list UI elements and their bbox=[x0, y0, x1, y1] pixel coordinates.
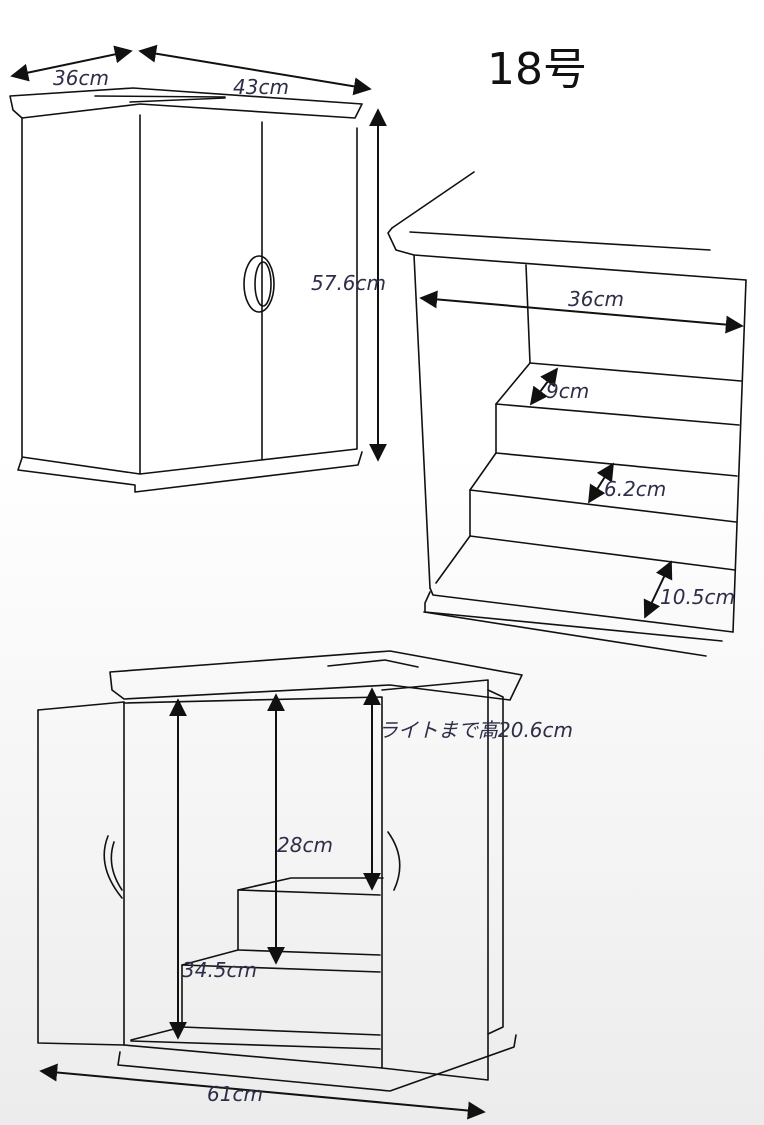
open-step-line-2 bbox=[237, 949, 381, 956]
light-height-label: ライトまで高20.6cm bbox=[378, 718, 573, 742]
interior-base bbox=[424, 591, 723, 642]
open-top-cap-edge bbox=[327, 659, 419, 668]
interior-floor bbox=[429, 587, 734, 633]
left-door-outline bbox=[37, 709, 125, 1046]
step-middle-arrow bbox=[588, 462, 614, 504]
open-floor-line bbox=[130, 1040, 381, 1050]
open-step-line-4 bbox=[181, 1026, 381, 1036]
interior-back-corner bbox=[525, 264, 531, 364]
open-top-cap bbox=[109, 650, 523, 701]
interior-left-wall bbox=[413, 254, 431, 589]
depth-label: 36cm bbox=[53, 66, 109, 90]
step-top-label: 9cm bbox=[546, 379, 589, 403]
open-step-line-1 bbox=[237, 889, 381, 896]
interior-top-edge bbox=[409, 231, 711, 251]
size-title: 18号 bbox=[487, 44, 587, 95]
open-step-line-3 bbox=[181, 964, 381, 973]
interior-view: 36cm 9cm 6.2cm 10.5cm bbox=[387, 171, 747, 657]
door-handle-inner bbox=[254, 261, 272, 307]
base-outline bbox=[17, 451, 363, 493]
step-low-back bbox=[469, 535, 736, 571]
right-door-side bbox=[487, 689, 504, 1035]
open-width-label: 61cm bbox=[207, 1082, 263, 1106]
open-width-arrow bbox=[39, 1063, 486, 1120]
step-top-back bbox=[529, 362, 742, 382]
interior-top-outline bbox=[387, 227, 747, 281]
width-arrow bbox=[138, 44, 372, 96]
interior-width-label: 36cm bbox=[568, 287, 624, 311]
step-top-arrow bbox=[529, 367, 559, 406]
body-outline bbox=[21, 117, 358, 475]
step-mid-back bbox=[495, 452, 738, 477]
depth-arrow bbox=[10, 45, 133, 82]
door-handle-icon bbox=[243, 255, 275, 313]
top-cap-edge bbox=[94, 95, 226, 98]
step-top-front bbox=[495, 403, 740, 426]
open-front-view: ライトまで高20.6cm 28cm 34.5cm 61cm bbox=[37, 650, 573, 1120]
step-bottom-label: 10.5cm bbox=[660, 585, 735, 609]
right-handle-icon bbox=[387, 831, 401, 891]
width-label: 43cm bbox=[233, 75, 289, 99]
interior-width-arrow bbox=[419, 290, 744, 334]
left-handle-inner bbox=[110, 841, 123, 891]
interior-base-edge bbox=[423, 611, 707, 657]
top-cap-inner bbox=[129, 97, 226, 103]
step-profile bbox=[435, 362, 531, 584]
step-mid-front bbox=[469, 489, 737, 523]
door-edge-line bbox=[391, 171, 475, 229]
left-handle-icon bbox=[103, 835, 123, 899]
height-label: 57.6cm bbox=[311, 271, 386, 295]
upper-height-label: 28cm bbox=[277, 833, 333, 857]
step-bottom-arrow bbox=[643, 560, 673, 619]
cabinet-opening bbox=[123, 696, 383, 1069]
step-middle-label: 6.2cm bbox=[604, 477, 666, 501]
top-cap-outline bbox=[9, 87, 363, 119]
interior-right-wall bbox=[732, 279, 747, 633]
exterior-view: 36cm 43cm 57.6cm bbox=[9, 44, 387, 493]
left-door-top bbox=[37, 701, 125, 711]
full-height-label: 34.5cm bbox=[182, 958, 257, 982]
